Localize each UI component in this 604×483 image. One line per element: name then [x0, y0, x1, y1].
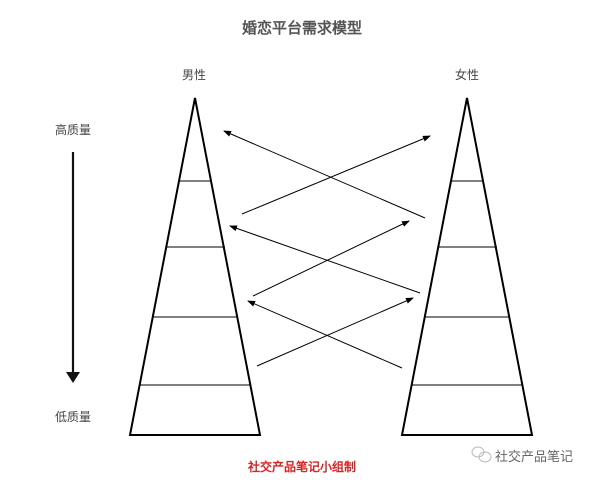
- male-label: 男性: [182, 68, 207, 82]
- male-pyramid: [128, 97, 262, 436]
- watermark: 社交产品笔记: [495, 450, 574, 465]
- match-arrows: [223, 130, 431, 369]
- quality-arrow: [66, 152, 80, 383]
- female-label: 女性: [455, 68, 480, 82]
- high-quality-label: 高质量: [55, 123, 92, 137]
- diagram-title: 婚恋平台需求模型: [241, 19, 362, 37]
- low-quality-label: 低质量: [55, 410, 92, 424]
- credit-text: 社交产品笔记小组制: [247, 460, 356, 474]
- female-pyramid: [400, 97, 534, 436]
- wechat-icon: [471, 446, 492, 463]
